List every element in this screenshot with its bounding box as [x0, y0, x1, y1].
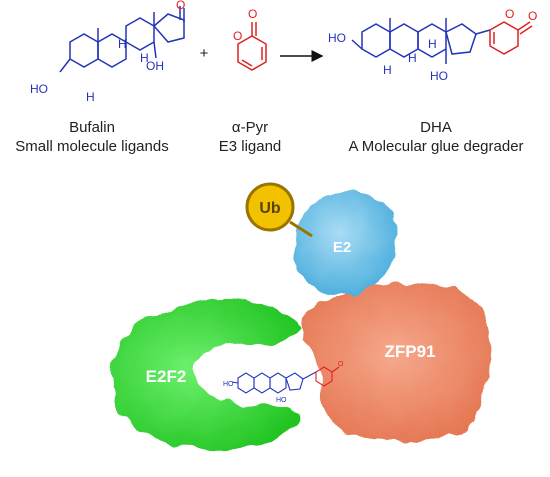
bufalin-name: Bufalin — [69, 119, 115, 136]
dha-hydroxyl-bottom: HO — [430, 69, 448, 83]
bufalin-oxygen: O — [176, 0, 185, 12]
e2f2-protein — [112, 300, 302, 451]
bound-dha-pyrone — [315, 366, 340, 387]
dha-hydroxyl-left: HO — [328, 31, 346, 45]
pyrone-name: α-Pyr — [232, 119, 268, 136]
bufalin-description: Small molecule ligands — [15, 138, 168, 155]
zfp91-protein — [300, 282, 491, 443]
bound-dha-hydroxyl-left: HO — [223, 381, 234, 388]
dha-name: DHA — [420, 119, 452, 136]
dha-hydrogen-1: H — [408, 51, 417, 65]
dha-structure — [351, 18, 491, 64]
ubiquitin-label: Ub — [259, 200, 281, 217]
zfp91-label: ZFP91 — [384, 342, 435, 361]
dha-ring-oxygen: O — [505, 7, 514, 21]
pyrone-ring-oxygen: O — [233, 29, 242, 43]
e2-protein — [293, 192, 397, 296]
bufalin-hydrogen-1: H — [118, 37, 127, 51]
bufalin-hydrogen-2: H — [140, 51, 149, 65]
bufalin-hydrogen-3: H — [86, 90, 95, 104]
plus-sign: + — [200, 45, 209, 62]
bound-dha-structure — [231, 371, 317, 394]
dha-hydrogen-2: H — [383, 63, 392, 77]
e2-label: E2 — [333, 239, 351, 256]
bufalin-hydroxyl-left: HO — [30, 82, 48, 96]
ub-linker — [289, 220, 313, 238]
dha-description: A Molecular glue degrader — [348, 138, 523, 155]
alpha-pyrone-structure — [237, 22, 267, 71]
pyrone-description: E3 ligand — [219, 138, 282, 155]
e2f2-label: E2F2 — [146, 367, 187, 386]
bufalin-structure — [59, 6, 185, 73]
dha-pyrone — [489, 21, 533, 55]
dha-hydrogen-3: H — [428, 37, 437, 51]
ubiquitin-circle — [245, 182, 295, 232]
bound-dha-hydroxyl-bottom: HO — [276, 397, 287, 404]
dha-carbonyl-oxygen: O — [528, 9, 537, 23]
bound-dha-oxygen: O — [338, 361, 344, 368]
bufalin-hydroxyl: OH — [146, 59, 164, 73]
pyrone-carbonyl-oxygen: O — [248, 7, 257, 21]
